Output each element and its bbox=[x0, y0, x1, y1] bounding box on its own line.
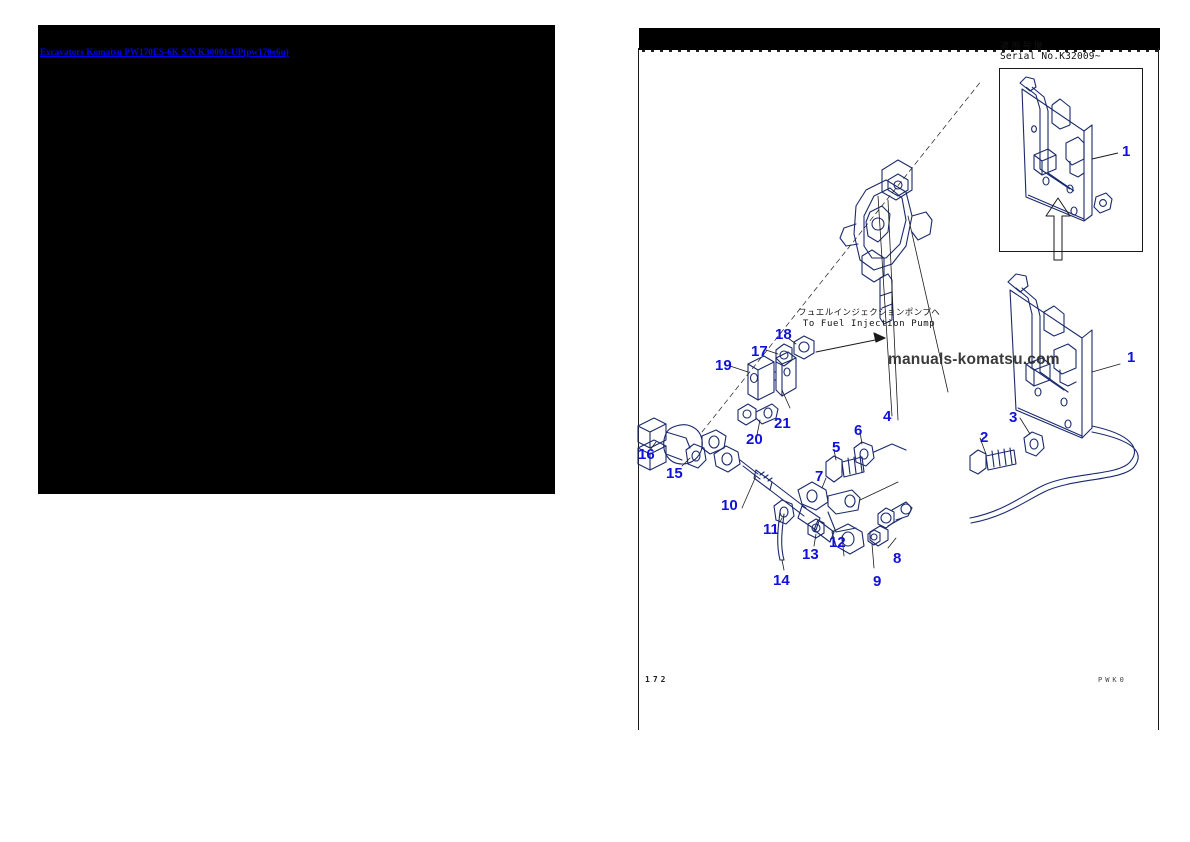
site-watermark: manuals-komatsu.com bbox=[888, 351, 1060, 368]
fuel-pump-annotation: フュエルインジェクションポンプへ To Fuel Injection Pump bbox=[798, 308, 940, 330]
page-top-black-bar bbox=[639, 28, 1160, 50]
inset-detail-box: 1 bbox=[999, 68, 1143, 252]
parts-catalog-page: 適用号機 Serial No.K32009~ bbox=[630, 20, 1190, 730]
callout-number-2: 2 bbox=[980, 429, 989, 446]
callout-number-18: 18 bbox=[775, 326, 792, 343]
callout-number-15: 15 bbox=[666, 465, 683, 482]
page-border-left bbox=[638, 48, 639, 730]
callout-number-10: 10 bbox=[721, 497, 738, 514]
page-border-right bbox=[1158, 48, 1159, 730]
callout-number-4: 4 bbox=[883, 408, 892, 425]
callout-number-8: 8 bbox=[893, 550, 902, 567]
annotation-jp: フュエルインジェクションポンプへ bbox=[798, 308, 941, 318]
inset-bracket-drawing bbox=[1019, 76, 1119, 222]
page-code-footer: PWK0 bbox=[1098, 676, 1127, 684]
callout-number-19: 19 bbox=[715, 357, 732, 374]
callout-number-13: 13 bbox=[802, 546, 819, 563]
callout-number-17: 17 bbox=[751, 343, 768, 360]
callout-number-12: 12 bbox=[829, 534, 846, 551]
callout-number-1: 1 bbox=[1127, 349, 1136, 366]
callout-number-16: 16 bbox=[638, 446, 655, 463]
document-viewer-canvas[interactable] bbox=[38, 25, 555, 494]
serial-label-jp: 適用号機 bbox=[1000, 42, 1045, 52]
callout-number-3: 3 bbox=[1009, 409, 1018, 426]
callout-number-21: 21 bbox=[774, 415, 791, 432]
callout-number-14: 14 bbox=[773, 572, 790, 589]
serial-label-en: Serial No.K32009~ bbox=[1000, 51, 1101, 63]
annotation-en: To Fuel Injection Pump bbox=[802, 318, 936, 329]
callout-number-20: 20 bbox=[746, 431, 763, 448]
callout-number-5: 5 bbox=[832, 439, 841, 456]
serial-number-header: 適用号機 Serial No.K32009~ bbox=[1000, 42, 1150, 63]
page-number-footer: 172 bbox=[645, 675, 669, 684]
main-assembly-drawing bbox=[637, 79, 1139, 571]
callout-number-9: 9 bbox=[873, 573, 882, 590]
callout-number-7: 7 bbox=[815, 468, 824, 485]
callout-number-11: 11 bbox=[763, 521, 779, 538]
page-top-dotted-rule bbox=[642, 50, 1158, 52]
callout-number-6: 6 bbox=[854, 422, 863, 439]
callout-inset-1: 1 bbox=[1122, 143, 1131, 160]
document-title-link[interactable]: Excavators Komatsu PW170ES-6K S/N K30001… bbox=[40, 47, 289, 57]
